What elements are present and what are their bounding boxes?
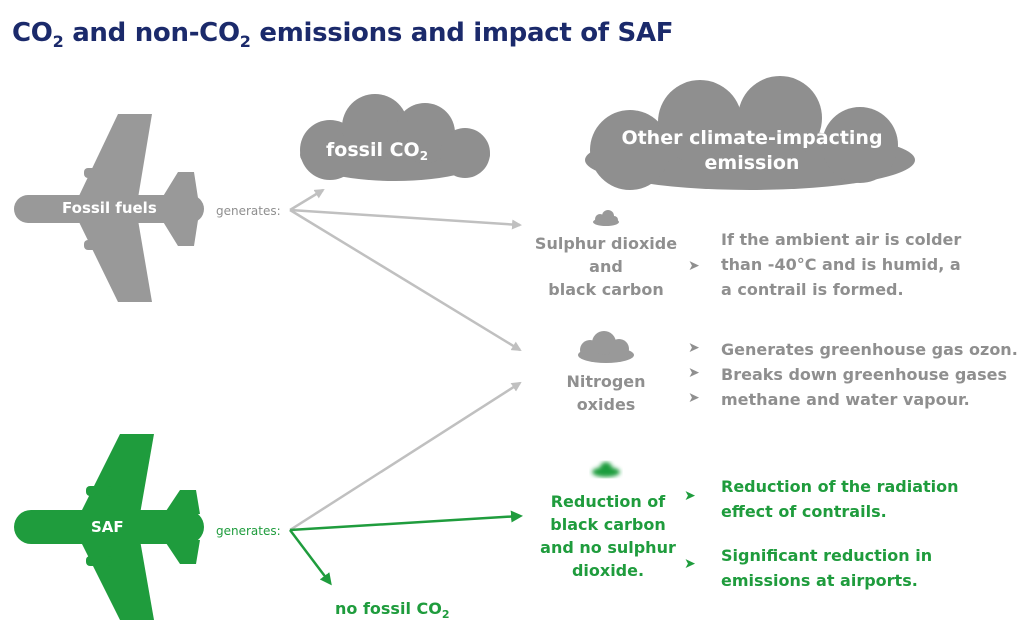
saf-label: SAF — [91, 518, 124, 536]
cloud-fossil-co2 — [300, 94, 490, 181]
radiation-pointer-icon: ➤ — [684, 488, 696, 504]
medium-cloud-icon — [578, 331, 634, 363]
nitrogen-oxides-label: Nitrogen oxides — [566, 372, 646, 414]
contrail-text: If the ambient air is colder than -40°C … — [721, 230, 962, 299]
airports-pointer-icon: ➤ — [684, 556, 696, 572]
nox-pointer-icon-3: ➤ — [688, 390, 700, 406]
sulphur-dioxide-label: Sulphur dioxide and black carbon — [534, 234, 678, 299]
reduction-black-carbon-label: Reduction of black carbon and no sulphur… — [540, 492, 676, 580]
other-emission-label: Other climate-impacting emission — [621, 127, 883, 174]
fossil-plane-icon — [14, 114, 204, 302]
small-cloud-icon — [593, 210, 619, 226]
gray-arrows — [289, 188, 522, 532]
saf-plane-icon — [14, 434, 204, 620]
radiation-effect-text: Reduction of the radiation effect of con… — [721, 477, 959, 521]
sulphur-pointer-icon: ➤ — [688, 258, 700, 274]
saf-generates-label: generates: — [216, 524, 281, 538]
no-fossil-co2-label: no fossil CO2 — [335, 599, 450, 621]
nox-pointer-icon-2: ➤ — [688, 365, 700, 381]
fossil-generates-label: generates: — [216, 204, 281, 218]
nox-pointer-icon-1: ➤ — [688, 340, 700, 356]
fossil-co2-label: fossil CO2 — [326, 139, 429, 163]
green-arrows — [289, 510, 523, 586]
green-cloud-icon — [592, 462, 620, 477]
page-title: CO2 and non-CO2 emissions and impact of … — [12, 18, 674, 51]
fossil-fuels-label: Fossil fuels — [62, 199, 157, 217]
airport-emissions-text: Significant reduction in emissions at ai… — [721, 546, 933, 590]
cloud-other-emission — [585, 76, 915, 190]
nox-effects-text: Generates greenhouse gas ozon. Breaks do… — [721, 340, 1018, 409]
